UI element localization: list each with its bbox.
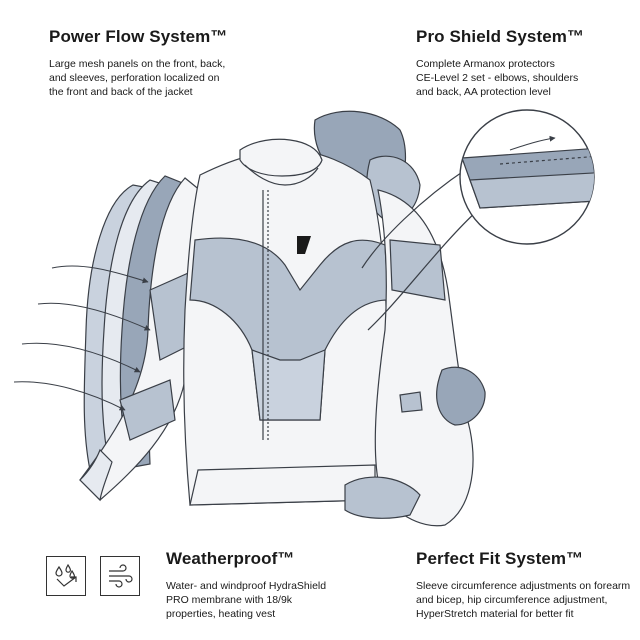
zoom-callout [361,109,595,331]
brand-logo-icon [297,236,311,254]
feature-title: Power Flow System™ [49,27,228,46]
feature-title: Perfect Fit System™ [416,549,584,568]
airflow-arrows [13,265,151,411]
feature-description: Sleeve circumference adjustments on fore… [416,580,631,620]
right-sleeve [344,189,486,527]
feature-perfect-fit: Perfect Fit System™ Sleeve circumference… [416,549,636,621]
jacket-body [183,138,389,506]
feature-title: Weatherproof™ [166,549,295,568]
windproof-icon [100,556,140,596]
feature-pro-shield: Pro Shield System™ Complete Armanox prot… [416,27,626,99]
feature-title: Pro Shield System™ [416,27,585,46]
feature-description: Water- and windproof HydraShield PRO mem… [166,580,327,620]
feature-power-flow: Power Flow System™ Large mesh panels on … [49,27,269,99]
feature-description: Complete Armanox protectors CE-Level 2 s… [416,58,579,98]
feature-description: Large mesh panels on the front, back, an… [49,58,226,98]
waterproof-icon [46,556,86,596]
feature-weatherproof: Weatherproof™ Water- and windproof Hydra… [166,549,376,621]
